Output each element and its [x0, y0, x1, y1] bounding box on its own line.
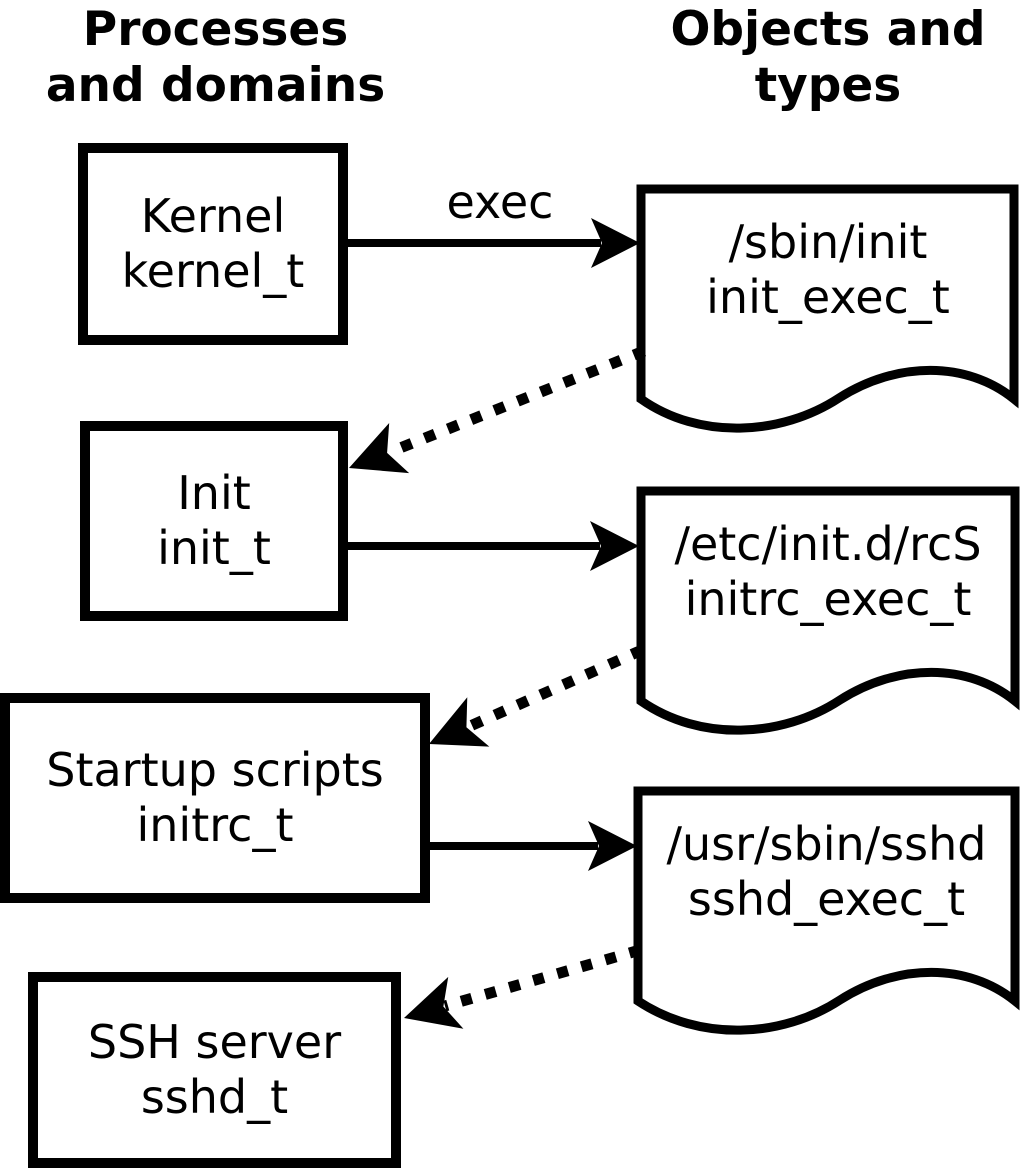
exec-arrow-init-to-rcs — [343, 521, 639, 571]
object-label-etc-initd-rcs: /etc/init.d/rcS initrc_exec_t — [641, 517, 1015, 627]
process-box-init: Init init_t — [80, 421, 348, 621]
object-type: init_exec_t — [706, 270, 950, 324]
document-shape-etc-initd-rcs — [636, 486, 1020, 735]
object-type: sshd_exec_t — [687, 872, 966, 926]
column-header-processes-line1: Processes — [82, 2, 349, 57]
exec-arrow-initrc-to-sshd — [424, 821, 637, 871]
process-domain-type: initrc_t — [136, 798, 294, 852]
column-header-objects-line1: Objects and — [670, 2, 986, 57]
object-label-sbin-init: /sbin/init init_exec_t — [641, 215, 1015, 325]
process-name: Kernel — [140, 189, 286, 243]
column-header-processes-line2: and domains — [45, 58, 386, 113]
process-name: SSH server — [87, 1015, 342, 1069]
transition-arrow-initexec-to-init — [349, 345, 647, 474]
object-path: /sbin/init — [728, 215, 928, 269]
process-domain-type: sshd_t — [140, 1070, 289, 1124]
process-name: Init — [177, 466, 251, 520]
process-domain-type: kernel_t — [121, 244, 305, 298]
process-name: Startup scripts — [46, 743, 384, 797]
transition-arrow-initrcexec-to-initrc — [429, 644, 645, 747]
column-header-processes: Processes and domains — [8, 2, 423, 114]
transition-arrow-sshdexec-to-sshd — [404, 944, 642, 1029]
document-shape-usr-sbin-sshd — [633, 786, 1020, 1035]
process-domain-type: init_t — [157, 521, 271, 575]
column-header-objects: Objects and types — [618, 2, 1024, 114]
object-type: initrc_exec_t — [684, 572, 972, 626]
process-box-startup-scripts: Startup scripts initrc_t — [0, 693, 430, 903]
document-shape-sbin-init — [636, 184, 1019, 433]
object-label-usr-sbin-sshd: /usr/sbin/sshd sshd_exec_t — [638, 817, 1015, 927]
object-path: /etc/init.d/rcS — [674, 517, 982, 571]
process-box-ssh-server: SSH server sshd_t — [28, 972, 401, 1168]
process-box-kernel: Kernel kernel_t — [78, 143, 348, 345]
exec-edge-label: exec — [446, 175, 554, 229]
column-header-objects-line2: types — [754, 58, 902, 113]
object-path: /usr/sbin/sshd — [666, 817, 987, 871]
exec-arrow-kernel-to-sbin-init — [344, 218, 640, 268]
